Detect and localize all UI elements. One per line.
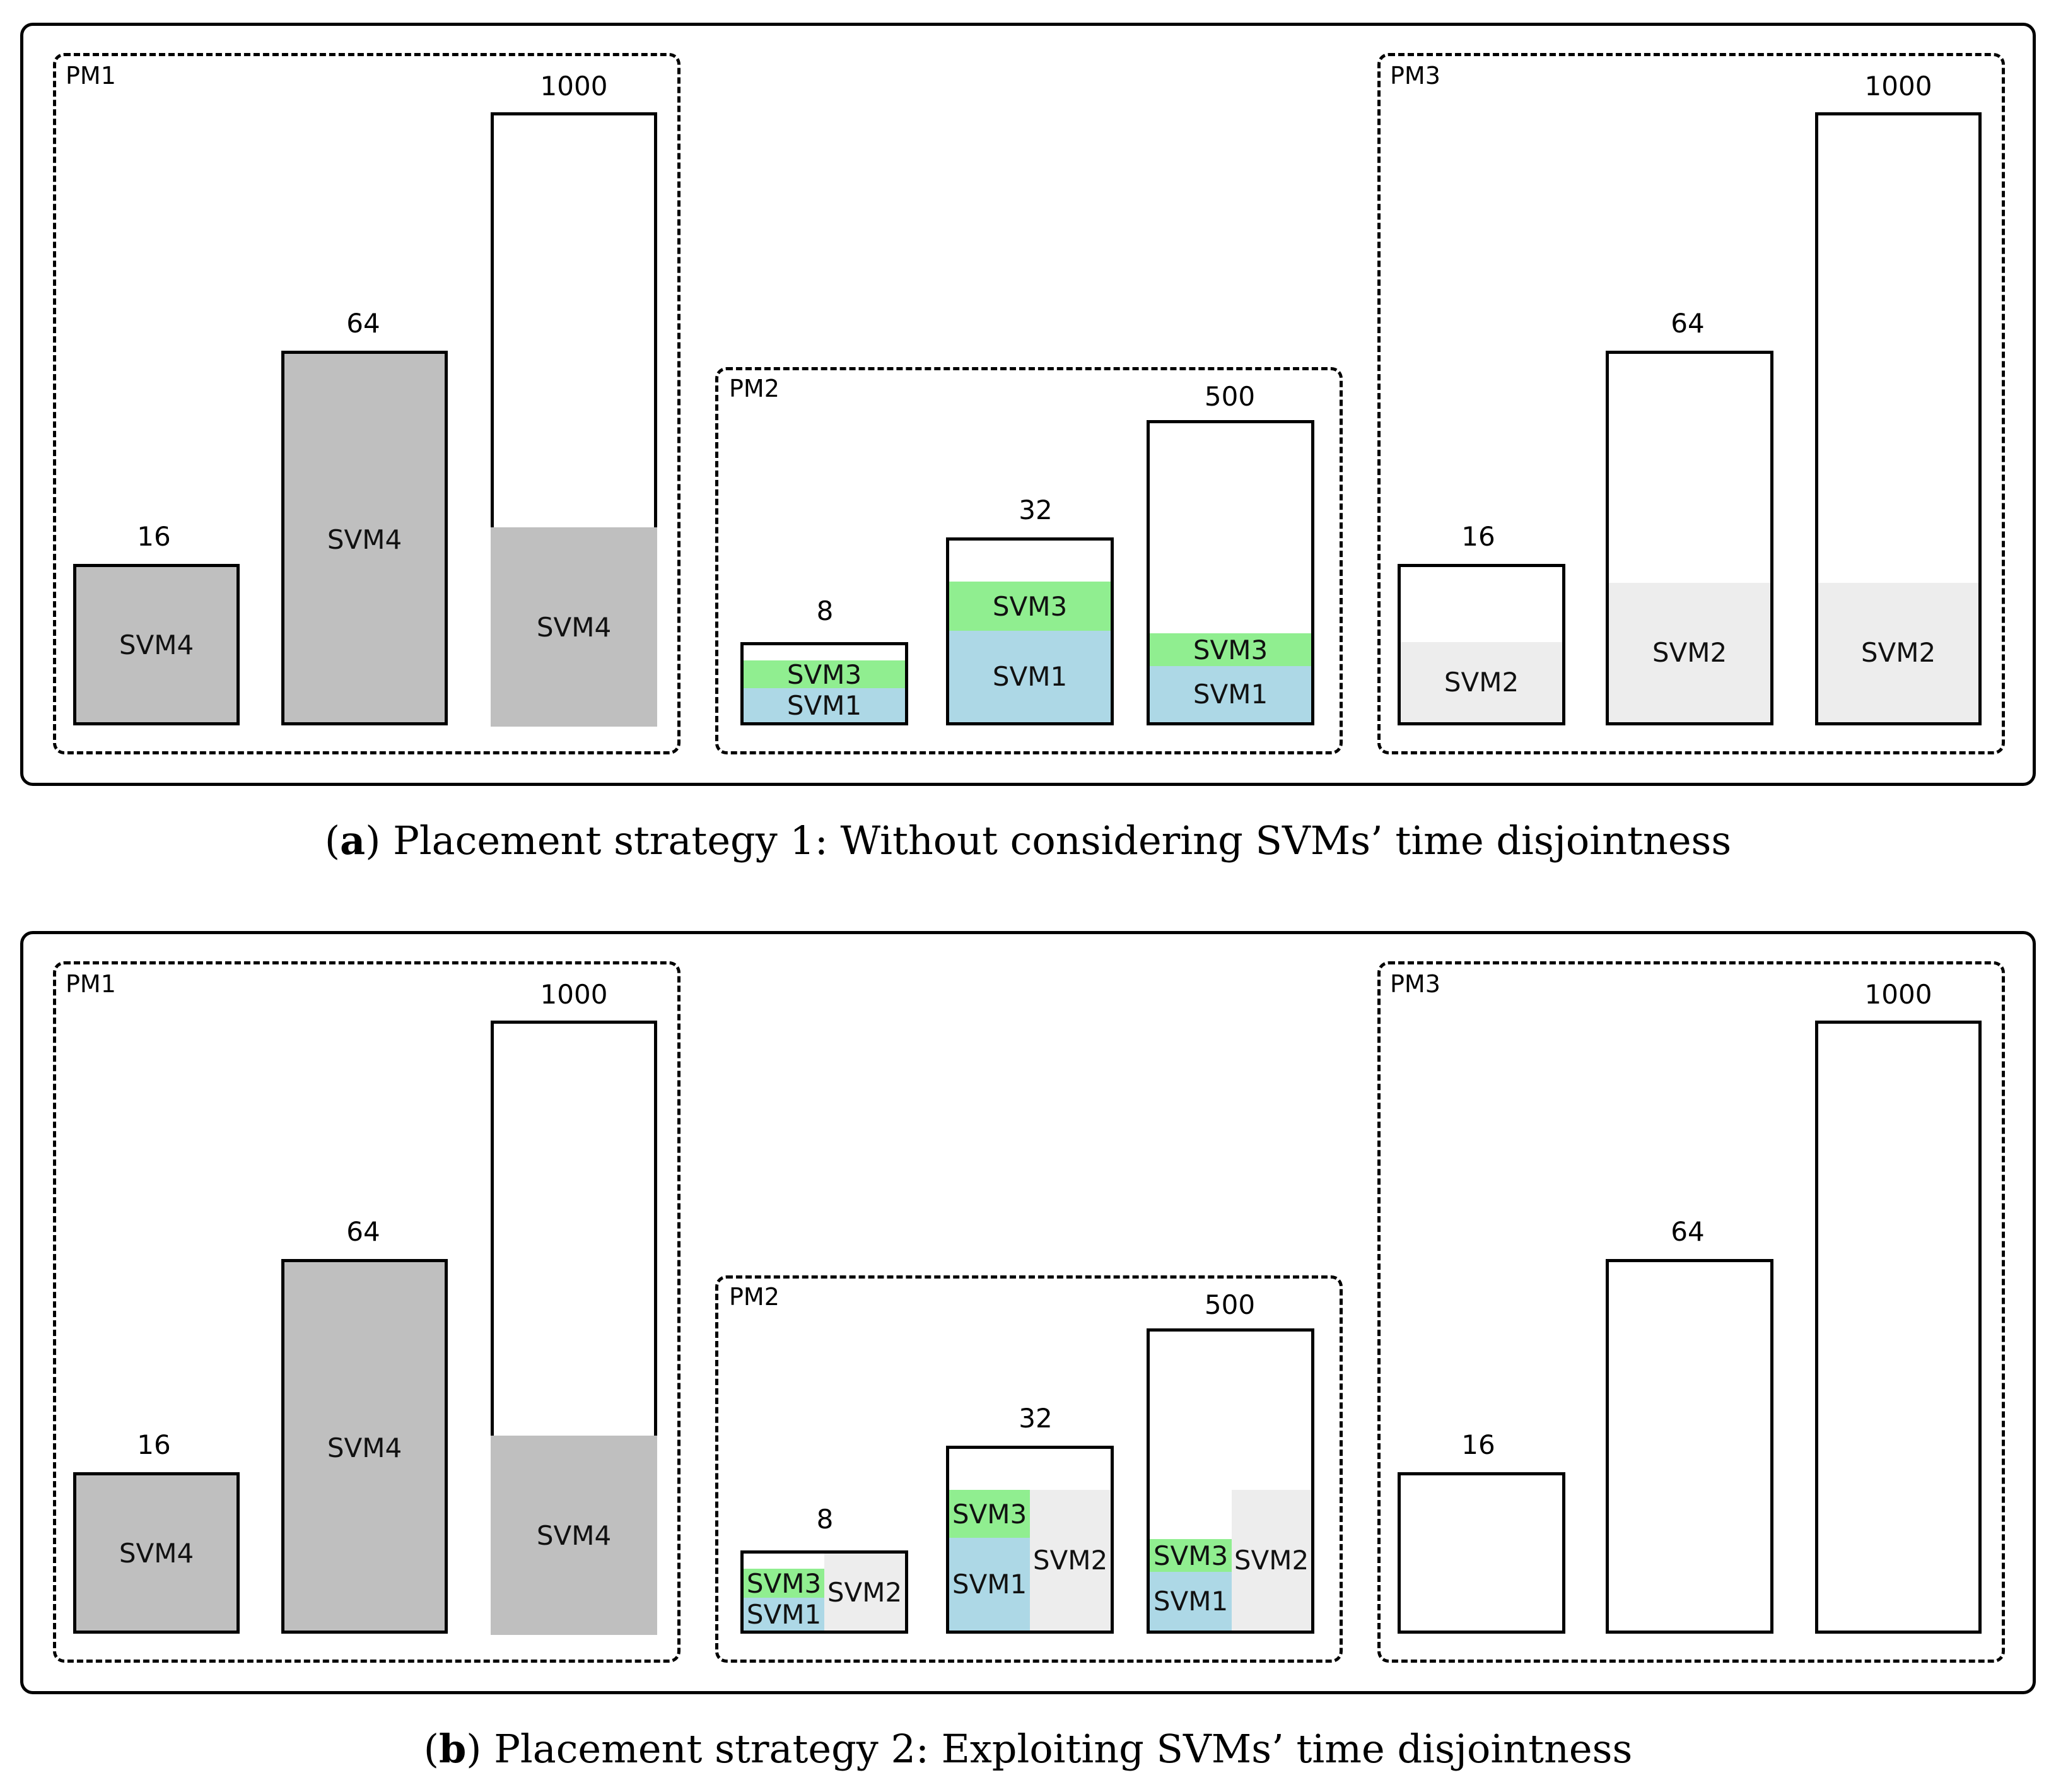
capacity-label: 64 xyxy=(346,308,380,339)
svm4-segment: SVM4 xyxy=(491,1436,657,1635)
pm3-box xyxy=(1377,961,2005,1663)
resource-bin xyxy=(1398,1472,1565,1634)
svm3-segment: SVM3 xyxy=(1150,1539,1232,1572)
svm1-segment: SVM1 xyxy=(744,1598,824,1631)
caption-tag: b xyxy=(438,1726,467,1772)
capacity-label: 16 xyxy=(1461,521,1495,552)
capacity-label: 32 xyxy=(1019,495,1053,525)
svm4-segment: SVM4 xyxy=(284,1262,445,1631)
svm2-segment: SVM2 xyxy=(1401,642,1562,722)
capacity-label: 16 xyxy=(137,521,171,552)
capacity-label: 500 xyxy=(1204,381,1256,412)
svm4-segment: SVM4 xyxy=(76,567,237,722)
svm2-segment: SVM2 xyxy=(1232,1490,1311,1631)
capacity-label: 64 xyxy=(1671,1216,1705,1247)
caption-text: Placement strategy 1: Without considerin… xyxy=(393,817,1732,864)
capacity-label: 1000 xyxy=(540,71,608,102)
capacity-label: 8 xyxy=(816,1504,834,1535)
pm3-label: PM3 xyxy=(1390,970,1440,998)
svm1-segment: SVM1 xyxy=(744,688,905,722)
capacity-label: 16 xyxy=(1461,1429,1495,1460)
resource-bin xyxy=(1606,1259,1773,1634)
capacity-label: 16 xyxy=(137,1429,171,1460)
pm2-box xyxy=(715,367,1343,754)
capacity-label: 1000 xyxy=(1864,71,1932,102)
svm4-segment: SVM4 xyxy=(284,354,445,722)
svm1-segment: SVM1 xyxy=(949,631,1111,722)
svm3-segment: SVM3 xyxy=(1150,633,1311,666)
pm1-label: PM1 xyxy=(66,62,116,90)
capacity-label: 500 xyxy=(1204,1289,1256,1320)
capacity-label: 8 xyxy=(816,595,834,626)
svm3-segment: SVM3 xyxy=(744,1568,824,1599)
svm3-segment: SVM3 xyxy=(744,659,905,690)
pm2-label: PM2 xyxy=(729,375,780,402)
pm2-label: PM2 xyxy=(729,1283,780,1311)
svm1-segment: SVM1 xyxy=(1150,666,1311,722)
svm1-segment: SVM1 xyxy=(1150,1572,1232,1631)
caption-tag: a xyxy=(340,817,366,864)
pm1-label: PM1 xyxy=(66,970,116,998)
capacity-label: 1000 xyxy=(540,979,608,1010)
capacity-label: 1000 xyxy=(1864,979,1932,1010)
svm3-segment: SVM3 xyxy=(949,582,1111,631)
resource-bin xyxy=(1815,1021,1982,1634)
svm4-segment: SVM4 xyxy=(491,527,657,727)
svm2-segment: SVM2 xyxy=(1818,583,1978,722)
svm2-segment: SVM2 xyxy=(1030,1490,1111,1631)
svm3-segment: SVM3 xyxy=(949,1490,1030,1538)
svm2-segment: SVM2 xyxy=(1609,583,1770,722)
caption-b: (b) Placement strategy 2: Exploiting SVM… xyxy=(423,1726,1633,1772)
pm2-box xyxy=(715,1275,1343,1663)
pm1-box xyxy=(53,53,680,754)
caption-text: Placement strategy 2: Exploiting SVMs’ t… xyxy=(494,1726,1633,1772)
capacity-label: 32 xyxy=(1019,1403,1053,1434)
svm4-segment: SVM4 xyxy=(76,1475,237,1631)
svm2-segment: SVM2 xyxy=(824,1554,905,1631)
pm3-label: PM3 xyxy=(1390,62,1440,90)
caption-a: (a) Placement strategy 1: Without consid… xyxy=(324,817,1732,864)
capacity-label: 64 xyxy=(346,1216,380,1247)
svm1-segment: SVM1 xyxy=(949,1538,1030,1631)
capacity-label: 64 xyxy=(1671,308,1705,339)
pm1-box xyxy=(53,961,680,1663)
pm3-box xyxy=(1377,53,2005,754)
